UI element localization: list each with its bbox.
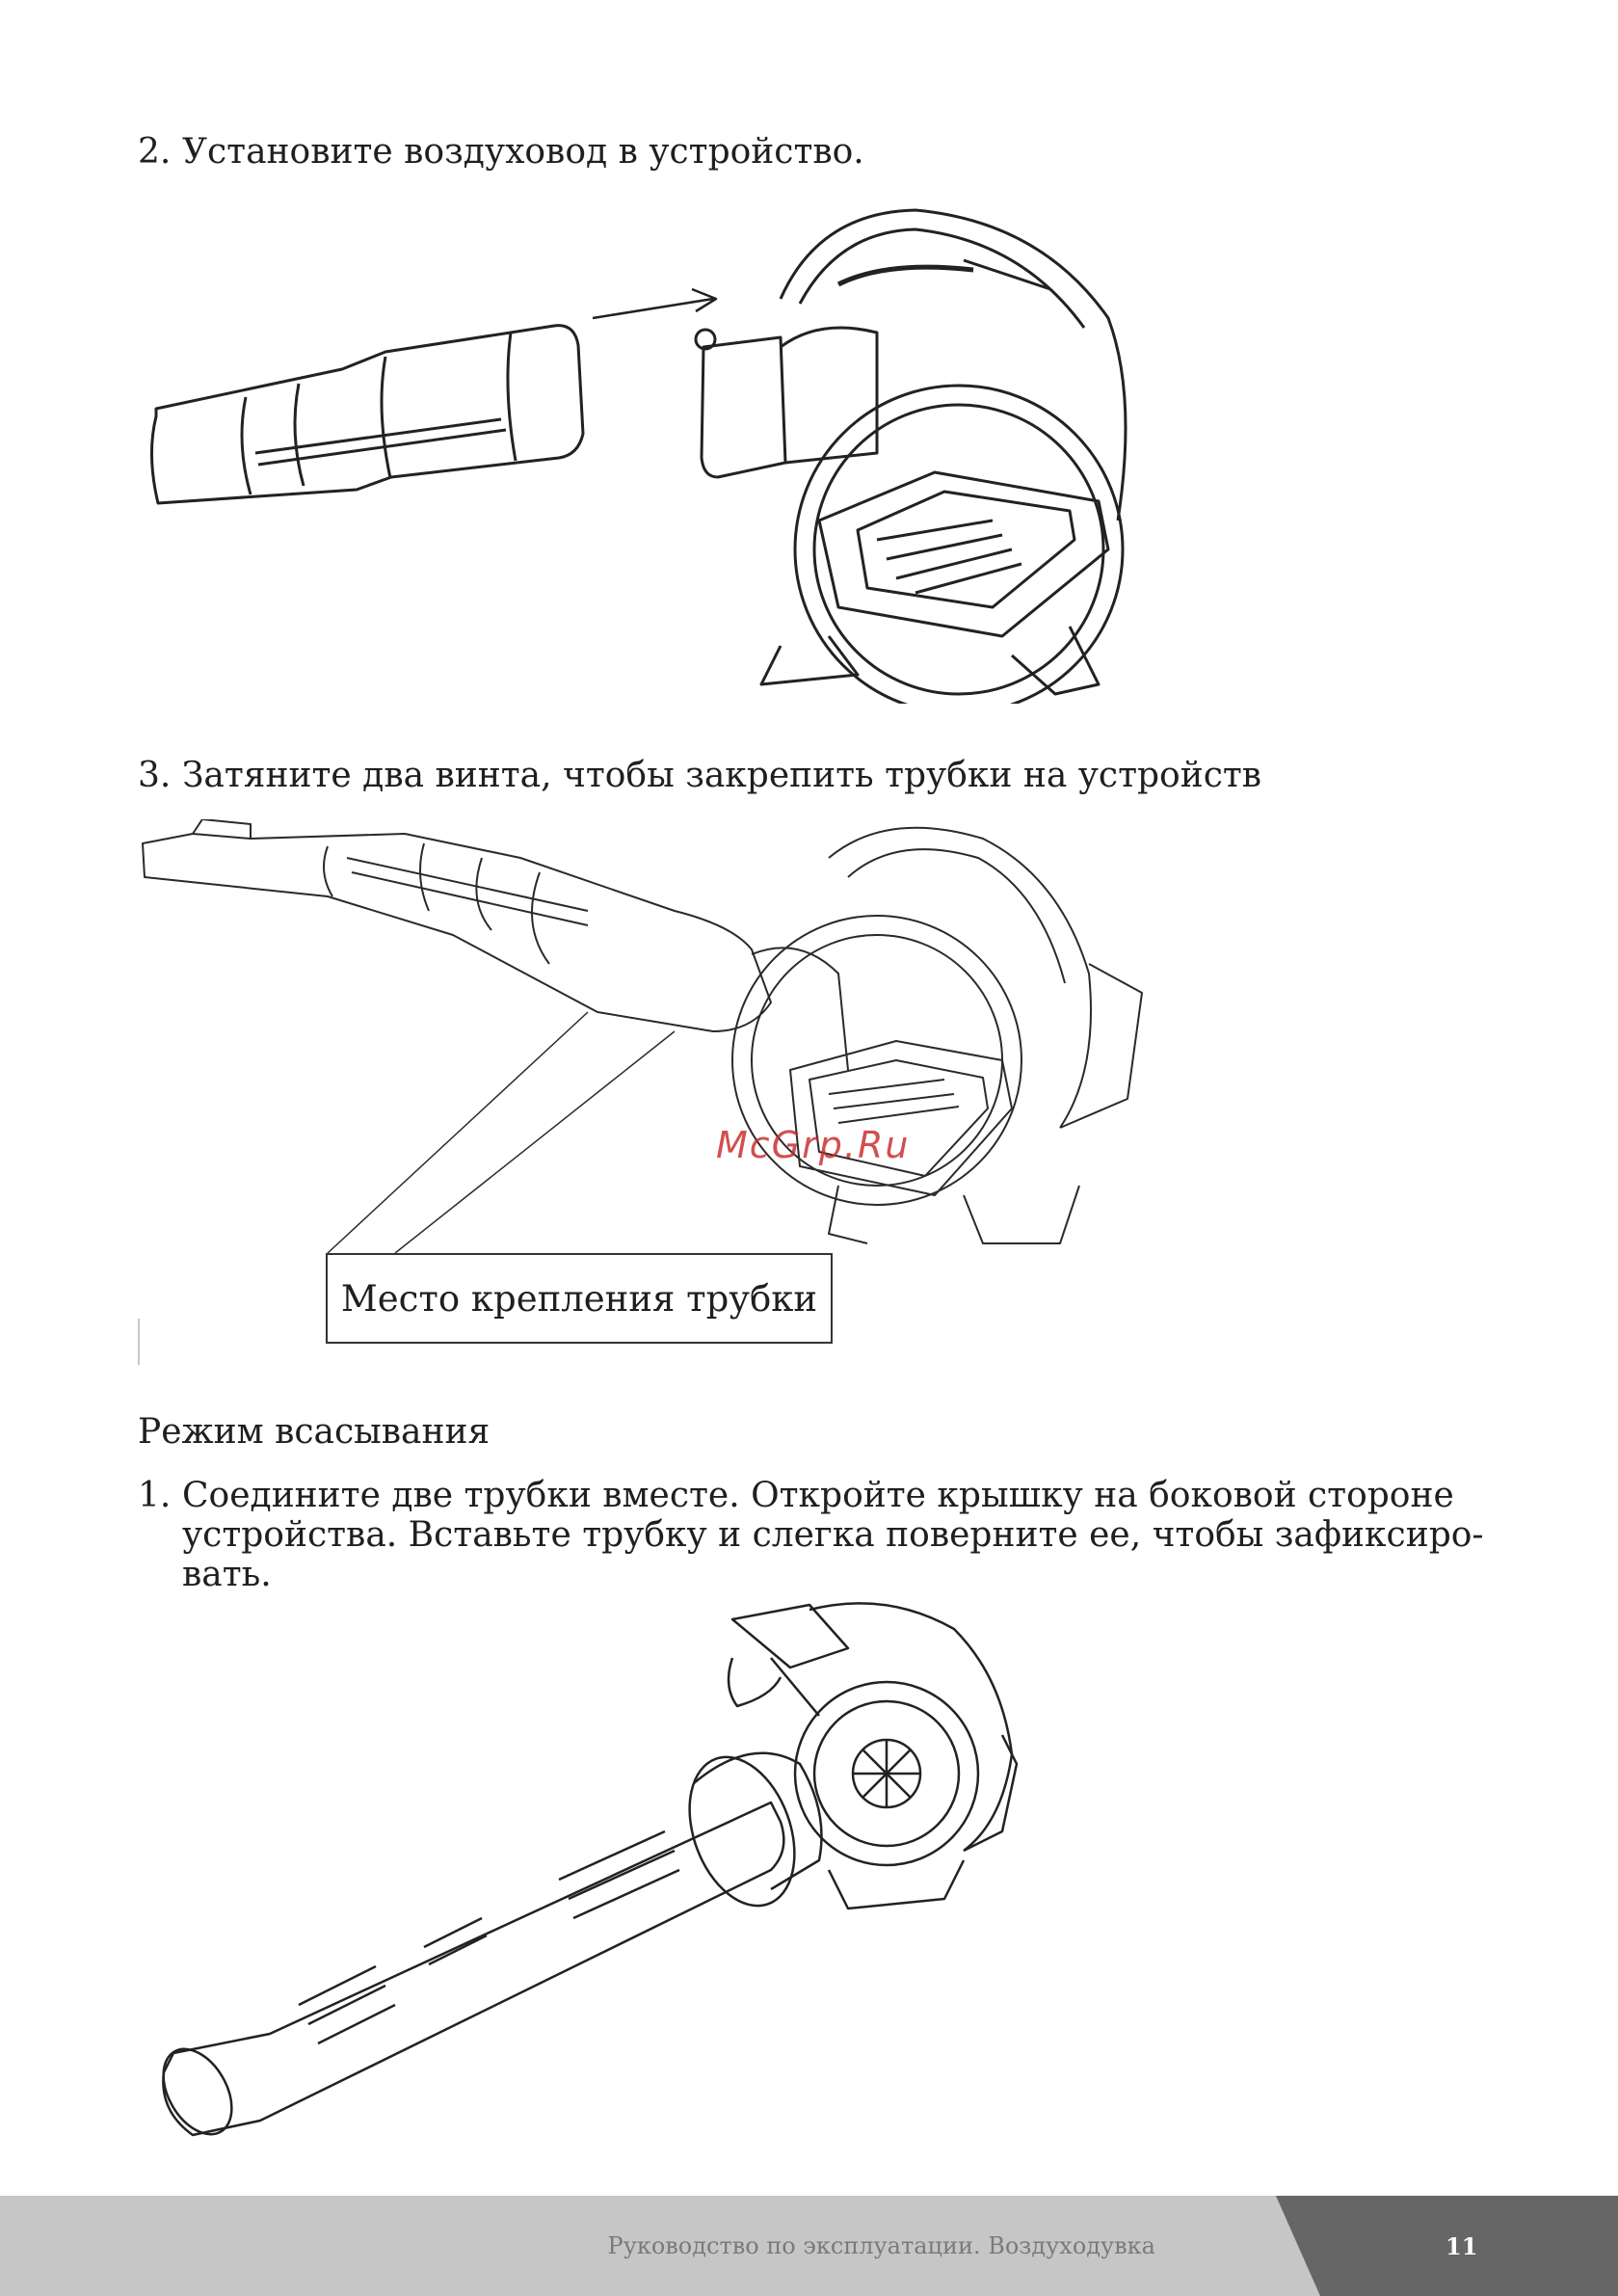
section-heading: Режим всасывания [138,1412,491,1452]
callout-pipe-mount: Место крепления трубки [326,1253,833,1344]
page-footer: Руководство по эксплуатации. Воздуходувк… [0,2196,1618,2296]
callout-label: Место крепления трубки [340,1277,818,1320]
step-text-line: устройства. Вставьте трубку и слегка пов… [182,1515,1484,1555]
step-number: 2. [138,132,172,172]
step-number: 1. [138,1476,172,1515]
step-2: 2. Установите воздуховод в устройство. [138,132,1487,172]
step-3: 3. Затяните два винта, чтобы закрепить т… [138,756,1487,795]
step-number: 3. [138,756,172,795]
step-text: Установите воздуховод в устройство. [182,132,864,172]
step-text-line: вать. [182,1555,272,1594]
figure-install-pipe [150,208,1127,704]
footer-title: Руководство по эксплуатации. Воздуходувк… [607,2232,1155,2259]
divider [138,1319,140,1365]
watermark: McGrp.Ru [716,1124,911,1166]
figure-suction-mode [162,1602,1019,2137]
step-text: Затяните два винта, чтобы закрепить труб… [182,756,1262,795]
suction-step-1: 1. Соедините две трубки вместе. Откройте… [138,1476,1487,1594]
figure-pipe-mount [142,819,1143,1254]
step-text-line: Соедините две трубки вместе. Откройте кр… [182,1476,1454,1515]
footer-accent [1276,2196,1618,2296]
page-number: 11 [1446,2231,1478,2260]
